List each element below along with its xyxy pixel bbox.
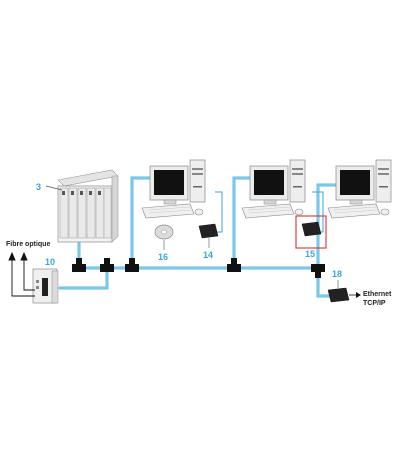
tee-connector <box>311 264 325 278</box>
transceiver-icon <box>327 280 361 303</box>
keyboard-icon <box>327 203 381 219</box>
tower-icon <box>189 159 206 203</box>
callout-adapter-a: 14 <box>203 250 213 260</box>
tcpip-label: TCP/IP <box>363 300 386 307</box>
keyboard-icon <box>141 203 195 219</box>
tee-connector <box>125 258 139 272</box>
cd-icon <box>154 224 174 250</box>
callout-cd: 16 <box>158 252 168 262</box>
pc-workstation-2 <box>241 159 306 219</box>
mouse-icon <box>380 208 390 216</box>
cable-pc2 <box>232 176 252 270</box>
pc-workstation-1 <box>141 159 206 219</box>
highlight-box <box>295 215 327 249</box>
pc-workstation-3 <box>327 159 392 219</box>
mouse-icon <box>294 208 304 216</box>
plc-rack-icon <box>45 169 119 243</box>
usb-adapter-icon <box>198 223 219 248</box>
adapter-b-cable <box>312 191 324 233</box>
adapter-a-cable <box>215 191 223 233</box>
fibre-label: Fibre optique <box>6 241 50 248</box>
tower-icon <box>289 159 306 203</box>
fibre-arrows <box>8 251 35 297</box>
tee-connectors <box>72 258 325 278</box>
pcmcia-adapter-icon <box>301 221 322 237</box>
cable-pc3 <box>316 183 338 270</box>
tower-icon <box>375 159 392 203</box>
tee-connector <box>100 258 114 272</box>
callout-plc: 3 <box>36 182 41 192</box>
cable-converter <box>58 266 109 290</box>
ethernet-label: Ethernet <box>363 291 392 298</box>
callout-transceiver: 18 <box>332 269 342 279</box>
tee-connector <box>72 258 86 272</box>
callout-converter: 10 <box>45 257 55 267</box>
adapter-cables <box>215 191 324 233</box>
tee-connector <box>227 258 241 272</box>
mouse-icon <box>194 208 204 216</box>
cable-pc1 <box>130 176 152 270</box>
callout-adapter-b: 15 <box>305 249 315 259</box>
keyboard-icon <box>241 203 295 219</box>
callout-line-plc <box>45 185 63 191</box>
fibre-converter-icon <box>32 268 59 304</box>
